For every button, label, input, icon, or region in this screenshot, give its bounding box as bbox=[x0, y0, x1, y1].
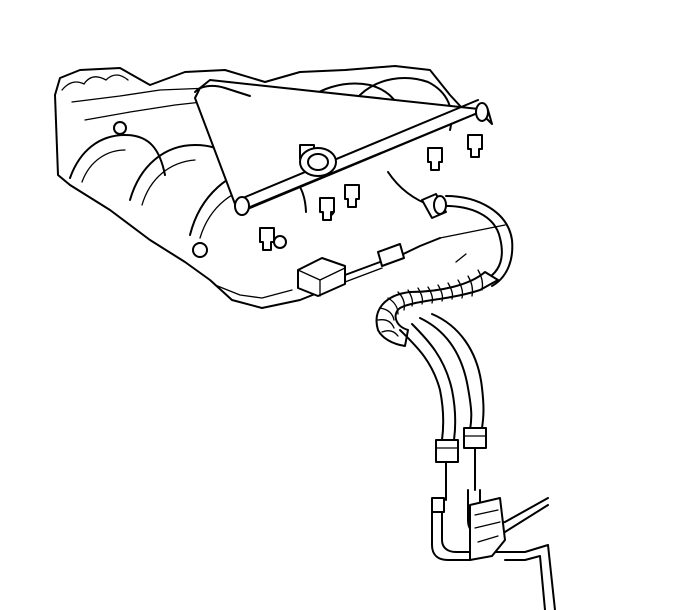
convoluted-tubing bbox=[375, 253, 499, 347]
quick-connect-fittings-lower bbox=[435, 427, 487, 501]
hose-connector bbox=[377, 243, 405, 267]
quick-connect-fittings bbox=[421, 193, 447, 219]
retaining-clip bbox=[431, 497, 506, 561]
fuel-rail bbox=[194, 79, 493, 216]
fuel-pressure-regulator bbox=[299, 147, 337, 177]
fuel-feed-line bbox=[387, 171, 514, 287]
pressure-sensor bbox=[297, 257, 346, 297]
vacuum-hose bbox=[344, 224, 506, 283]
fuel-return-line bbox=[399, 313, 485, 441]
